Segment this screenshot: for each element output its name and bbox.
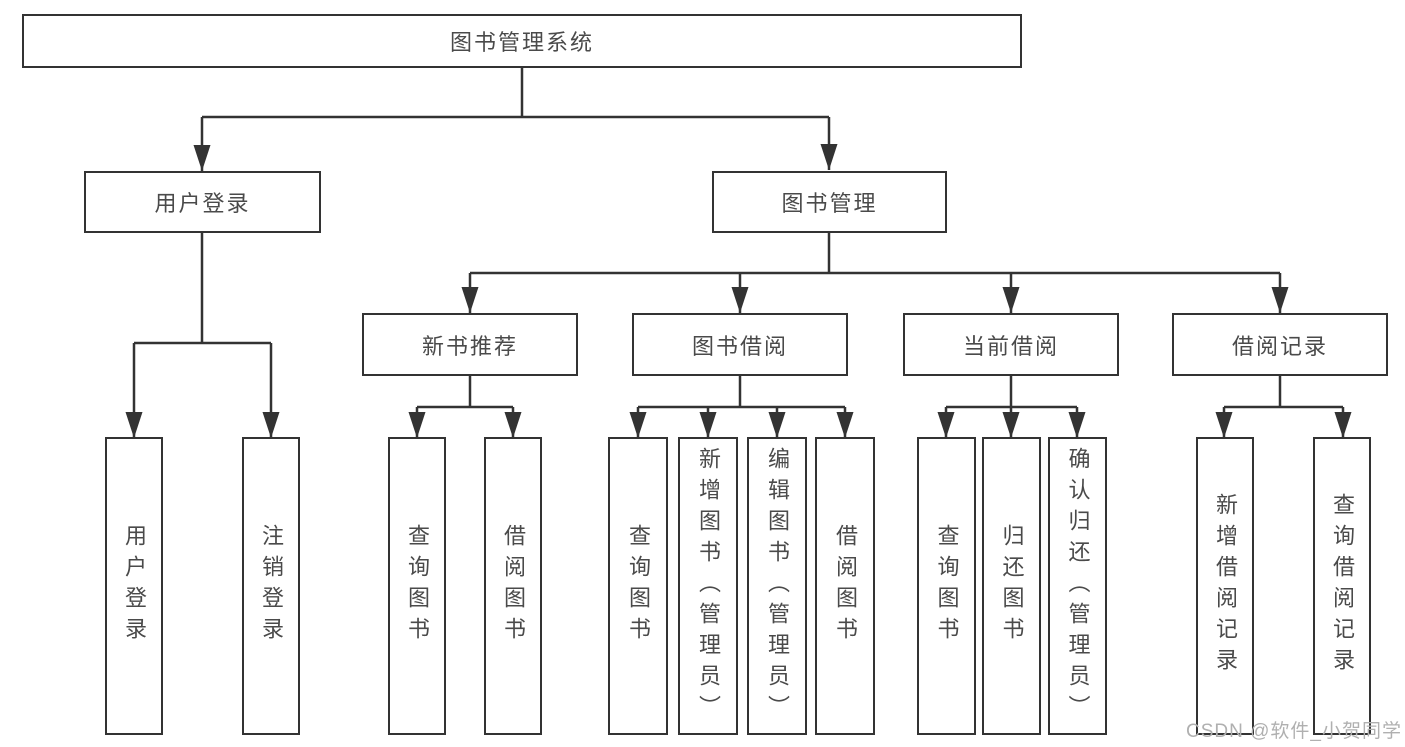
node-label: 查询借阅记录 (1330, 493, 1355, 679)
node-label: 用户登录 (154, 191, 251, 216)
node-query-books: 查询图书 (388, 437, 446, 735)
node-label: 图书管理 (781, 191, 878, 216)
node-user-login: 用户登录 (84, 171, 321, 233)
csdn-watermark: CSDN @软件_小贺同学 (1186, 721, 1402, 742)
node-return-books: 归还图书 (982, 437, 1041, 735)
node-query-books: 查询图书 (608, 437, 668, 735)
node-label: 用户登录 (122, 524, 147, 648)
node-label: 图书管理系统 (449, 30, 594, 55)
node-book-management: 图书管理 (712, 171, 947, 233)
node-label: 借阅记录 (1231, 333, 1328, 359)
node-label: 当前借阅 (962, 333, 1059, 359)
node-borrowing-records: 借阅记录 (1172, 313, 1388, 376)
node-book-borrowing: 图书借阅 (632, 313, 848, 376)
node-library-management-system: 图书管理系统 (22, 14, 1022, 68)
node-label: 编辑图书（管理员） (765, 446, 790, 726)
node-label: 新增借阅记录 (1213, 493, 1238, 679)
node-new-book-recommendation: 新书推荐 (362, 313, 578, 376)
node-edit-books-admin: 编辑图书（管理员） (747, 437, 807, 735)
node-label: 图书借阅 (691, 333, 788, 359)
node-label: 查询图书 (934, 524, 960, 648)
node-current-borrowing: 当前借阅 (903, 313, 1119, 376)
node-label: 确认归还（管理员） (1065, 446, 1091, 726)
node-query-books: 查询图书 (917, 437, 976, 735)
node-borrow-books: 借阅图书 (815, 437, 875, 735)
node-label: 归还图书 (999, 524, 1025, 648)
node-user-login-action: 用户登录 (105, 437, 163, 735)
node-query-borrow-record: 查询借阅记录 (1313, 437, 1371, 735)
node-label: 新书推荐 (421, 333, 518, 359)
node-label: 查询图书 (626, 524, 651, 648)
node-label: 注销登录 (259, 524, 284, 648)
node-borrow-books: 借阅图书 (484, 437, 542, 735)
node-label: 借阅图书 (833, 524, 858, 648)
node-add-borrow-record: 新增借阅记录 (1196, 437, 1254, 735)
node-label: 新增图书（管理员） (696, 446, 721, 726)
node-confirm-return-admin: 确认归还（管理员） (1048, 437, 1107, 735)
node-logout: 注销登录 (242, 437, 300, 735)
node-label: 借阅图书 (501, 524, 526, 648)
node-label: 查询图书 (405, 524, 430, 648)
node-add-books-admin: 新增图书（管理员） (678, 437, 738, 735)
